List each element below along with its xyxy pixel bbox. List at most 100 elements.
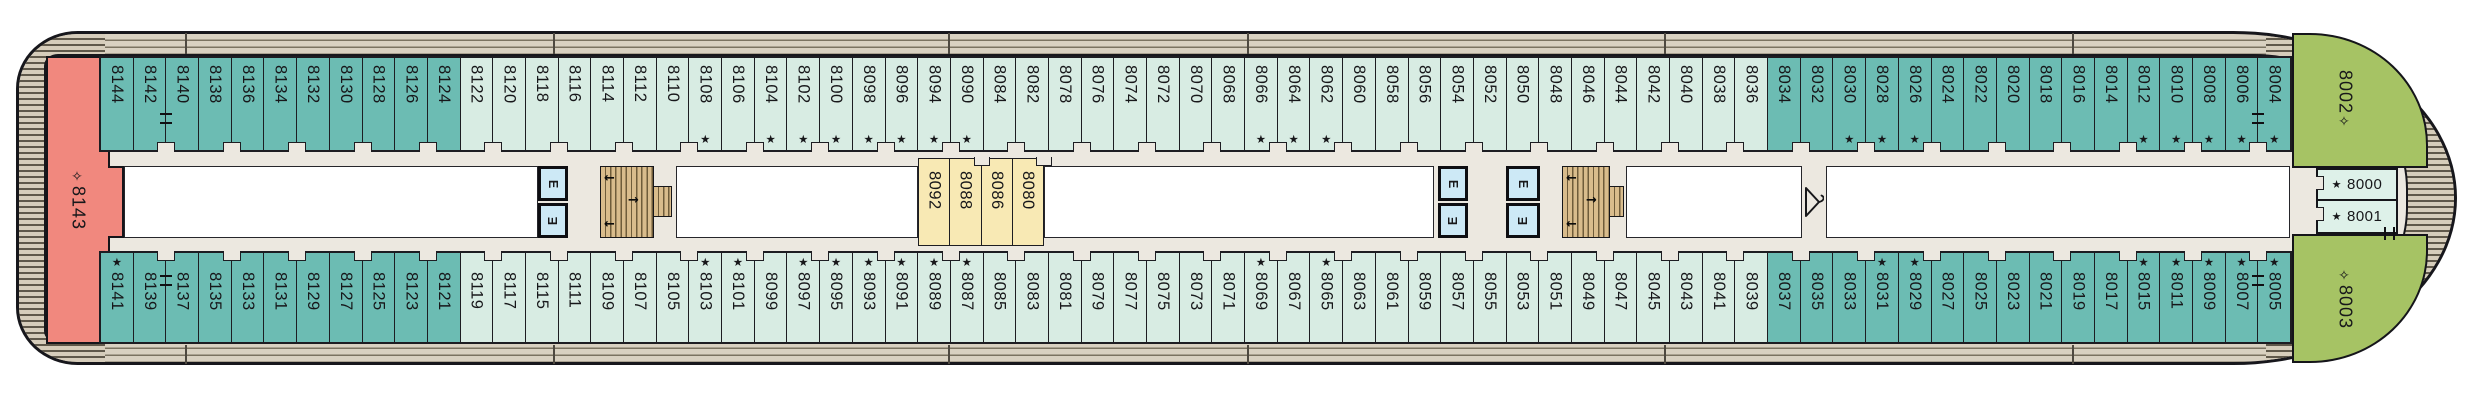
- cabin-8009: ★8009: [2193, 253, 2226, 342]
- cabin-8070: 8070: [1179, 58, 1221, 152]
- cabin-number: 8031: [1873, 272, 1892, 311]
- cabin-8034: 8034: [1768, 58, 1810, 152]
- star-icon: ★: [961, 257, 972, 269]
- cabin-number: 8041: [1709, 272, 1728, 311]
- star-icon: ★: [1255, 134, 1267, 146]
- cabin-number: 8049: [1579, 272, 1598, 311]
- cabin-8026: 8026★: [1898, 58, 1941, 152]
- star-icon: ★: [2236, 134, 2247, 146]
- cabin-8060: 8060: [1343, 58, 1376, 150]
- cabin-8044: 8044: [1604, 58, 1638, 150]
- cabin-8141: ★8141: [101, 253, 134, 342]
- cabin-number: 8106: [729, 65, 748, 104]
- cabin-number: 8042: [1644, 65, 1663, 104]
- star-icon: ★: [732, 257, 744, 269]
- cabin-number: 8090: [957, 65, 976, 104]
- cabin-number: 8061: [1382, 272, 1401, 311]
- cabin-8074: 8074: [1114, 58, 1156, 152]
- cabin-8109: 8109: [591, 251, 633, 342]
- cabin-number: 8139: [140, 272, 159, 311]
- cabin-8067: 8067: [1277, 253, 1311, 342]
- cabin-number: 8129: [304, 272, 323, 311]
- stairs-arrow-icon: ←: [604, 217, 615, 232]
- cabin-8126: 8126: [395, 58, 437, 152]
- cabin-number: 8112: [631, 65, 650, 103]
- open-area: [676, 166, 918, 238]
- cabin-8032: 8032: [1800, 58, 1834, 150]
- diamond-icon: ✧: [2337, 114, 2353, 132]
- cabin-8047: 8047: [1604, 253, 1638, 342]
- cabin-8086: 8086: [981, 159, 1013, 245]
- cabin-number: 8022: [1971, 65, 1990, 104]
- cabin-8061: 8061: [1375, 251, 1418, 342]
- cabin-8136: 8136: [231, 58, 265, 150]
- cabin-number: 8033: [1840, 272, 1859, 311]
- elevator-icon: E: [1438, 203, 1468, 238]
- cabin-number: 8094: [925, 65, 944, 104]
- elevator-icon: E: [538, 203, 568, 238]
- cabin-number: 8118: [533, 65, 552, 103]
- cabin-number: 8005: [2265, 272, 2284, 311]
- cabin-number: 8058: [1382, 65, 1401, 104]
- cabin-8130: 8130: [329, 58, 372, 152]
- cabin-number: 8006: [2232, 65, 2251, 104]
- cabin-number: 8138: [206, 65, 225, 104]
- cabin-8001-label: 8001: [2347, 208, 2383, 225]
- cabin-8011: ★8011: [2160, 251, 2202, 342]
- cabin-8108: 8108★: [689, 58, 723, 150]
- connecting-door-mark: [160, 275, 173, 286]
- cabin-8036: 8036: [1735, 58, 1769, 150]
- cabin-8081: 8081: [1048, 251, 1091, 342]
- cabin-8092: 8092: [919, 159, 951, 245]
- stairs-arrow-icon: ←: [1566, 171, 1577, 186]
- cabin-8135: 8135: [199, 251, 241, 342]
- cabin-8000-label: 8000: [2347, 176, 2383, 193]
- star-icon: ★: [1909, 257, 1920, 269]
- cabin-number: 8076: [1088, 65, 1107, 104]
- cabin-number: 8068: [1219, 65, 1238, 104]
- cabin-8079: 8079: [1081, 253, 1115, 342]
- cabin-8121: 8121: [427, 253, 461, 342]
- cabin-number: 8062: [1317, 65, 1336, 104]
- elevator-icon: E: [538, 166, 568, 201]
- cabin-8088: 8088: [950, 157, 990, 245]
- cabin-number: 8107: [631, 272, 650, 311]
- cabin-number: 8075: [1154, 272, 1173, 311]
- star-icon: ★: [830, 134, 842, 146]
- cabin-8024: 8024: [1931, 58, 1965, 150]
- cabin-8005: ★8005: [2258, 253, 2291, 342]
- cabin-8090: 8090★: [950, 58, 984, 150]
- cabin-8053: 8053: [1506, 251, 1548, 342]
- cabin-number: 8140: [173, 65, 192, 104]
- cabin-8080: 8080: [1012, 157, 1053, 245]
- cabin-8120: 8120: [493, 58, 526, 150]
- star-icon: ★: [1844, 134, 1855, 146]
- cabin-number: 8080: [1019, 171, 1038, 210]
- cabin-8091: ★8091: [885, 253, 919, 342]
- cabin-8104: 8104★: [754, 58, 788, 150]
- stairs-icon: [1610, 186, 1624, 217]
- cabin-number: 8050: [1513, 65, 1532, 104]
- cabin-number: 8007: [2232, 272, 2251, 311]
- cabin-8142: 8142: [133, 58, 175, 152]
- cabin-8027: 8027: [1931, 253, 1965, 342]
- star-icon: ★: [2269, 134, 2280, 146]
- star-icon: ★: [2138, 134, 2149, 146]
- cabin-number: 8040: [1677, 65, 1696, 104]
- cabin-number: 8043: [1677, 272, 1696, 311]
- cabin-number: 8047: [1611, 272, 1630, 311]
- cabin-number: 8074: [1121, 65, 1140, 104]
- cabin-8016: 8016: [2062, 58, 2095, 150]
- cabin-number: 8009: [2200, 272, 2219, 311]
- cabin-number: 8088: [956, 171, 975, 210]
- star-icon: ★: [798, 257, 809, 269]
- cabin-8139: 8139: [133, 251, 175, 342]
- cabin-number: 8128: [369, 65, 388, 104]
- cabin-number: 8010: [2167, 65, 2186, 104]
- cabin-number: 8057: [1448, 272, 1467, 311]
- cabin-number: 8086: [987, 171, 1006, 210]
- cabin-8010: 8010★: [2160, 58, 2202, 152]
- cabin-number: 8045: [1644, 272, 1663, 311]
- cabin-number: 8070: [1186, 65, 1205, 104]
